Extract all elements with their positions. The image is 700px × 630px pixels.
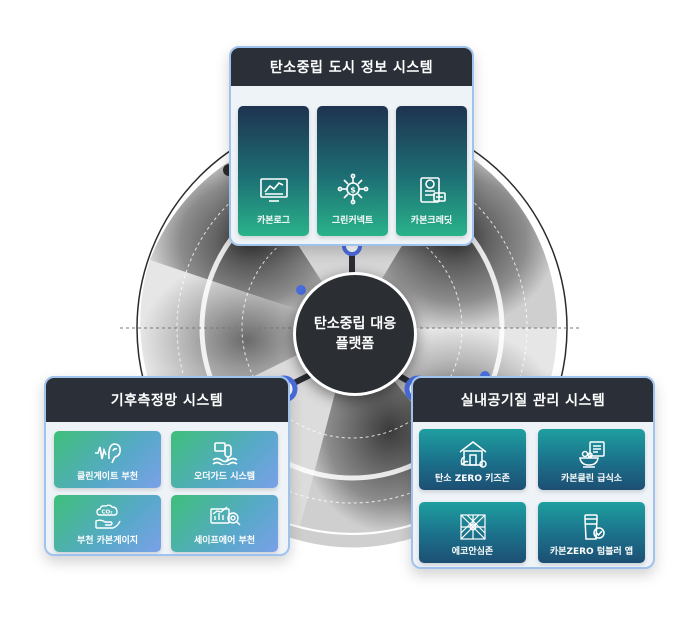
tile-label: 카본로그	[256, 216, 291, 226]
tile-label: 카본크레딧	[410, 216, 453, 226]
tile-clean-gate[interactable]: 클린게이트 부천	[54, 431, 161, 488]
tile-label: 에코안심존	[451, 547, 494, 557]
co2-hand-icon: CO₂	[94, 504, 121, 529]
left-panel-title: 기후측정망 시스템	[46, 378, 288, 422]
tile-label: 카본ZERO 텀블러 앱	[549, 547, 634, 557]
tile-clean-cafeteria[interactable]: 카본클린 급식소	[538, 429, 645, 490]
right-panel-title: 실내공기질 관리 시스템	[413, 378, 653, 422]
tile-carbon-log[interactable]: 카본로그	[238, 106, 309, 236]
svg-text:CO₂: CO₂	[101, 510, 113, 516]
accent-dot	[296, 285, 306, 295]
tile-label: 세이프에어 부천	[193, 536, 256, 546]
center-line1: 탄소중립 대응	[313, 315, 397, 332]
tile-label: 카본클린 급식소	[560, 474, 623, 484]
pipe-water-icon	[212, 442, 237, 465]
tile-label: 탄소 ZERO 키즈존	[435, 474, 510, 484]
tile-eco-safe-zone[interactable]: 에코안심존	[419, 502, 526, 563]
tile-odor-guard[interactable]: 오더가드 시스템	[171, 431, 278, 488]
tile-green-connect[interactable]: $ 그린커넥트	[317, 106, 388, 236]
center-line2: 플랫폼	[335, 336, 375, 352]
network-coin-icon: $	[337, 173, 368, 205]
tile-label: 클린게이트 부천	[76, 472, 139, 482]
tumbler-check-icon	[583, 514, 605, 540]
right-panel: 실내공기질 관리 시스템 탄소 ZERO 키즈존 카본클린 급식소 에코안심존	[411, 376, 655, 569]
house-plant-icon	[459, 441, 487, 468]
left-panel: 기후측정망 시스템 클린게이트 부천 오더가드 시스템 CO₂ 부천 카본게이지	[44, 376, 290, 556]
tile-carbon-credit[interactable]: 카본크레딧	[396, 106, 467, 236]
tile-tumbler-app[interactable]: 카본ZERO 텀블러 앱	[538, 502, 645, 563]
top-panel: 탄소중립 도시 정보 시스템 카본로그 $ 그린커넥트 카본크레딧	[229, 46, 474, 246]
top-panel-title: 탄소중립 도시 정보 시스템	[231, 48, 472, 86]
tile-label: 부천 카본게이지	[76, 536, 139, 546]
center-platform: 탄소중립 대응 플랫폼	[293, 272, 417, 396]
tile-carbon-gauge[interactable]: CO₂ 부천 카본게이지	[54, 495, 161, 552]
net-pattern-icon	[459, 514, 486, 540]
tile-label: 그린커넥트	[331, 216, 374, 226]
food-menu-icon	[578, 441, 605, 468]
svg-text:$: $	[350, 186, 356, 195]
tile-kids-zone[interactable]: 탄소 ZERO 키즈존	[419, 429, 526, 490]
tile-label: 오더가드 시스템	[193, 472, 256, 482]
document-coin-icon	[419, 177, 446, 203]
ear-wave-icon	[94, 443, 121, 464]
monitor-chart-icon	[259, 178, 288, 202]
tile-safe-air[interactable]: 세이프에어 부천	[171, 495, 278, 552]
chart-magnifier-icon	[209, 506, 240, 526]
